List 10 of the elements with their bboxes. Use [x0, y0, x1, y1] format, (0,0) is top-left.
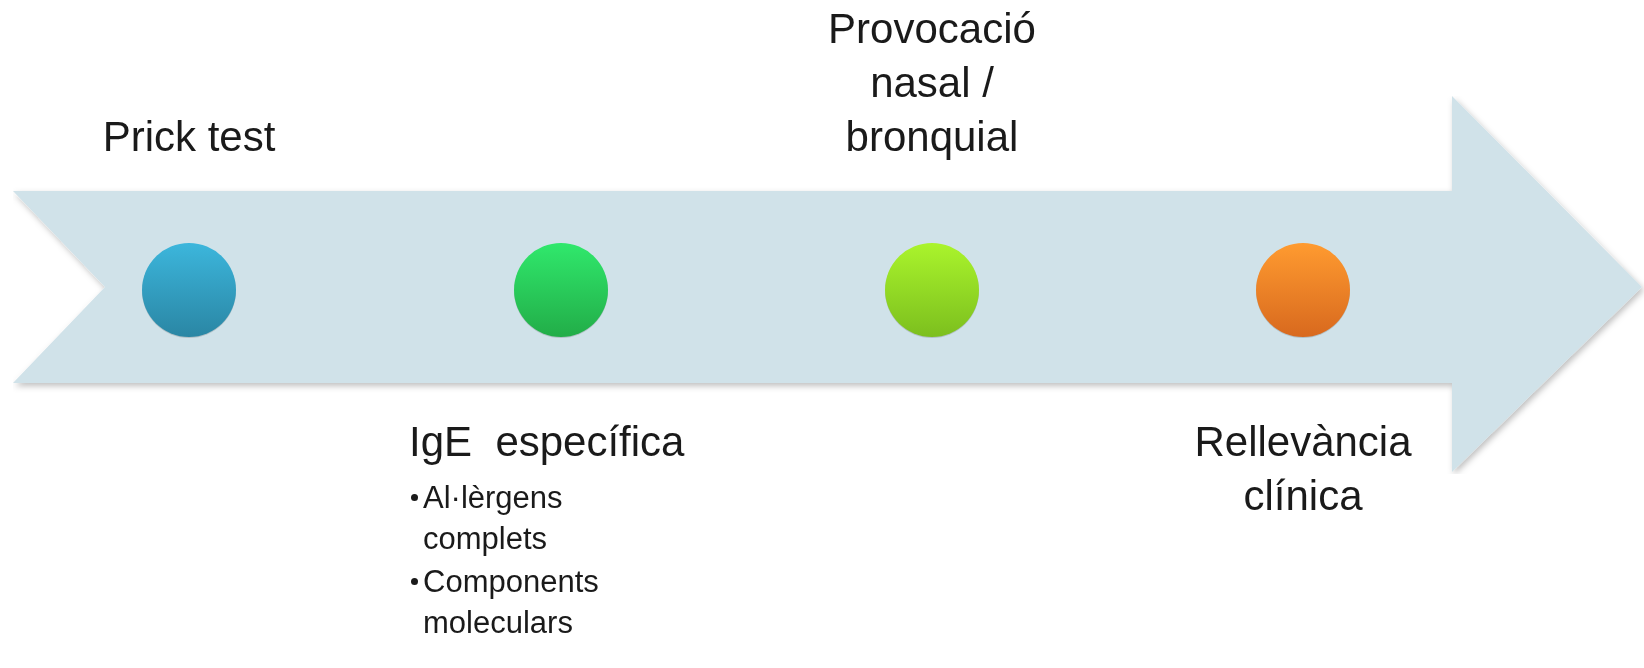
step-title: Prick test: [102, 112, 276, 162]
bullet-text: Components moleculars: [423, 563, 600, 642]
bullet-text: Al·lèrgens complets: [423, 479, 564, 558]
milestone-circle: [1254, 241, 1352, 341]
milestone-circle: [883, 241, 981, 341]
milestone-circle: [140, 241, 238, 341]
step-title: IgE específica: [409, 417, 685, 467]
step-title: Provocació nasal / bronquial: [827, 4, 1037, 162]
milestone-circle: [512, 241, 610, 341]
step-title: Rellevància clínica: [1193, 417, 1413, 521]
